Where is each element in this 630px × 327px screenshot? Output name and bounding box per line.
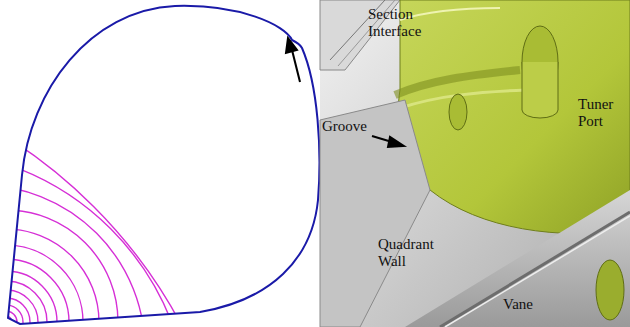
part-label: Quadrant Wall (378, 236, 450, 270)
part-label: Vane (503, 296, 563, 313)
field-lines (0, 60, 240, 327)
cavity-outline (8, 6, 319, 324)
part-label: Groove (322, 118, 392, 135)
render (320, 0, 630, 327)
part-label: Section Interface (368, 6, 444, 40)
leader-arrows (286, 38, 404, 147)
part-label: Tuner Port (578, 96, 626, 130)
